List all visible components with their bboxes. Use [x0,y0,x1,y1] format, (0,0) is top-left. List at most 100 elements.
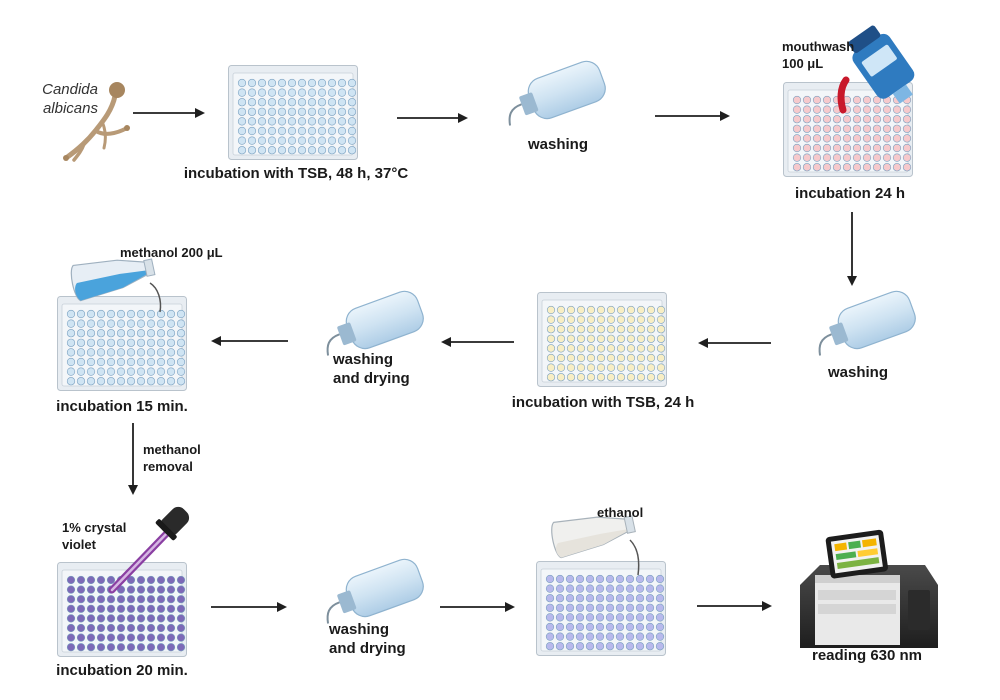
plate-well [96,377,106,386]
plate-well [625,594,635,603]
plate-well [546,373,556,382]
plate-well [546,363,556,372]
plate-well [76,329,86,338]
microplate-icon [228,65,358,160]
plate-well [586,334,596,343]
plate-well [106,595,116,604]
plate-well [626,363,636,372]
plate-well [882,134,892,143]
plate-well [596,305,606,315]
plate-well [237,117,247,126]
plate-well [556,344,566,353]
plate-well [576,315,586,324]
plate-well [307,98,317,107]
plate-well [146,377,156,386]
plate-well [136,623,146,633]
plate-well [596,363,606,372]
plate-well [842,143,852,153]
plate-well [337,136,347,145]
plate-well [545,632,555,641]
plate-well [327,98,337,107]
plate-well [136,585,146,594]
plate-well [605,574,615,584]
plate-well [656,325,666,334]
plate-well [862,134,872,143]
plate-well [247,88,257,97]
plate-well [176,319,186,328]
plate-well [852,95,862,105]
plate-well [166,614,176,623]
plate-well [337,88,347,97]
methanol-removal-line2: removal [143,459,193,474]
plate-well [605,613,615,622]
plate-well [347,98,357,107]
plate-well [116,367,126,376]
wash-bottle-icon [326,558,424,624]
mouthwash-label: mouthwash 100 μL [782,38,854,72]
plate-well [287,146,297,155]
plate-well [606,344,616,353]
step-label-incubation-tsb-48h: incubation with TSB, 48 h, 37°C [183,165,409,182]
methanol-pipette-line [149,282,162,313]
plate-well [257,107,267,116]
step-label-washing-2: washing [827,364,889,381]
plate-well [626,373,636,382]
plate-well [146,623,156,633]
plate-well [76,309,86,319]
plate-well [625,603,635,612]
plate-well [546,315,556,324]
plate-well [645,594,655,603]
plate-well [812,163,822,172]
plate-well [595,642,605,651]
plate-well [636,325,646,334]
plate-well [287,136,297,145]
plate-well [882,163,892,172]
methanol-removal-line1: methanol [143,442,201,457]
plate-well [656,353,666,363]
plate-well [66,585,76,594]
plate-well [66,377,76,386]
plate-well [645,632,655,641]
plate-well [136,377,146,386]
plate-well [576,334,586,343]
plate-well [126,348,136,357]
microplate-icon [536,561,666,656]
plate-well [307,88,317,97]
plate-well [812,95,822,105]
step-label-incubation-15: incubation 15 min. [56,398,188,415]
plate-well [307,107,317,116]
plate-well [166,623,176,633]
plate-well [337,98,347,107]
plate-well [822,143,832,153]
plate-well [136,348,146,357]
plate-well [862,124,872,133]
dropper-icon [108,506,190,594]
plate-well [116,633,126,642]
plate-well [136,338,146,347]
plate-well [66,348,76,357]
plate-well [546,325,556,334]
plate-well [656,334,666,343]
plate-well [136,575,146,585]
plate-well [872,115,882,124]
plate-well [116,377,126,386]
plate-well [862,105,872,114]
plate-well [902,115,912,124]
plate-well [86,623,96,633]
plate-well [126,338,136,347]
plate-well [586,344,596,353]
plate-well [626,305,636,315]
plate-well [337,117,347,126]
plate-well [96,633,106,642]
plate-well [267,117,277,126]
plate-well [606,363,616,372]
plate-well [267,136,277,145]
plate-well [66,623,76,633]
plate-well [635,584,645,593]
plate-well [116,357,126,367]
plate-well [872,163,882,172]
plate-well [656,344,666,353]
plate-well [556,373,566,382]
plate-well [586,305,596,315]
plate-well [76,338,86,347]
